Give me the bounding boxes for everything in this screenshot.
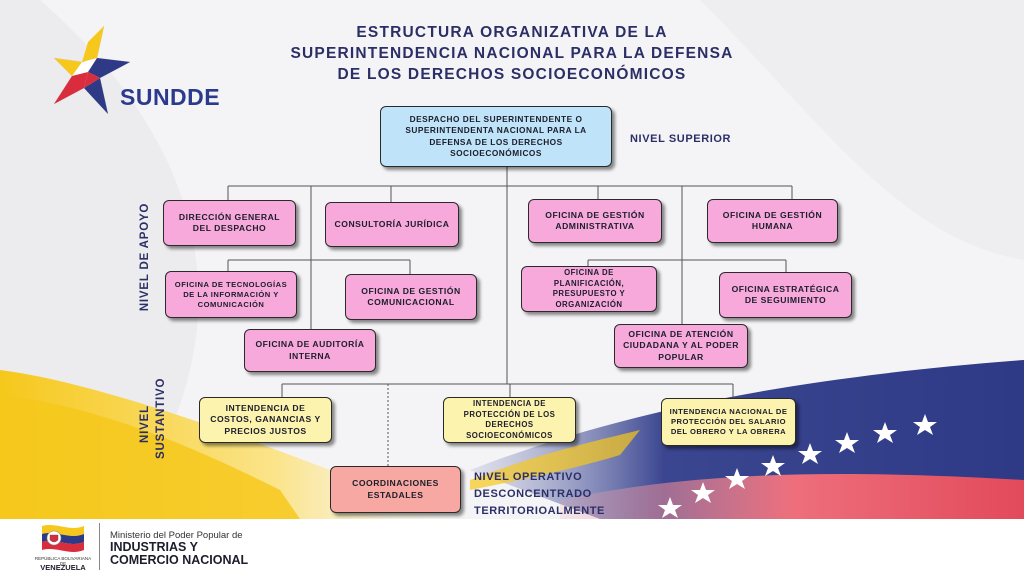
box-direccion-general: DIRECCIÓN GENERAL DEL DESPACHO: [163, 200, 296, 246]
title-line-3: DE LOS DERECHOS SOCIOECONÓMICOS: [337, 66, 687, 83]
label-operativo-line3: TERRITORIOALMENTE: [474, 505, 605, 517]
republic-small-text: REPÚBLICA BOLIVARIANA DE: [34, 556, 92, 566]
label-nivel-superior: NIVEL SUPERIOR: [630, 133, 732, 145]
logo-text: SUNDDE: [120, 84, 221, 110]
label-operativo-line1: NIVEL OPERATIVO: [474, 471, 583, 483]
box-auditoria: OFICINA DE AUDITORÍA INTERNA: [244, 329, 376, 372]
box-costos: INTENDENCIA DE COSTOS, GANANCIAS Y PRECI…: [199, 397, 332, 443]
label-nivel-sustantivo-line2: SUSTANTIVO: [155, 377, 167, 459]
ministry-line-2: COMERCIO NACIONAL: [110, 553, 249, 567]
label-nivel-sustantivo: NIVEL SUSTANTIVO: [137, 377, 171, 459]
ministry-name: INDUSTRIAS Y COMERCIO NACIONAL: [110, 541, 248, 567]
republic-name: VENEZUELA: [40, 563, 86, 572]
title-line-1: ESTRUCTURA ORGANIZATIVA DE LA: [356, 24, 668, 41]
box-tecnologias: OFICINA DE TECNOLOGÍAS DE LA INFORMACIÓN…: [165, 271, 297, 318]
footer-bar: [0, 519, 1024, 576]
ministry-small-text: Ministerio del Poder Popular de: [110, 530, 243, 541]
ministry-line-1: INDUSTRIAS Y: [110, 540, 198, 554]
label-nivel-apoyo: NIVEL DE APOYO: [139, 202, 151, 312]
box-gestion-humana: OFICINA DE GESTIÓN HUMANA: [707, 199, 838, 243]
star-flag-icon: [53, 25, 131, 115]
box-gestion-comunicacional: OFICINA DE GESTIÓN COMUNICACIONAL: [345, 274, 477, 320]
box-salario: INTENDENCIA NACIONAL DE PROTECCIÓN DEL S…: [661, 398, 796, 446]
box-coordinaciones: COORDINACIONES ESTADALES: [330, 466, 461, 513]
label-nivel-operativo: NIVEL OPERATIVO DESCONCENTRADO TERRITORI…: [474, 469, 605, 520]
box-estrategica: OFICINA ESTRATÉGICA DE SEGUIMIENTO: [719, 272, 852, 318]
label-nivel-sustantivo-line1: NIVEL: [139, 405, 151, 443]
footer-divider: [99, 523, 100, 570]
box-gestion-administrativa: OFICINA DE GESTIÓN ADMINISTRATIVA: [528, 199, 662, 243]
box-proteccion: INTENDENCIA DE PROTECCIÓN DE LOS DERECHO…: [443, 397, 576, 443]
box-despacho: DESPACHO DEL SUPERINTENDENTE O SUPERINTE…: [380, 106, 612, 167]
title-line-2: SUPERINTENDENCIA NACIONAL PARA LA DEFENS…: [290, 45, 734, 62]
label-operativo-line2: DESCONCENTRADO: [474, 488, 592, 500]
coat-of-arms-icon: [42, 525, 84, 552]
box-consultoria: CONSULTORÍA JURÍDICA: [325, 202, 459, 247]
page-title: ESTRUCTURA ORGANIZATIVA DE LA SUPERINTEN…: [262, 22, 762, 85]
box-planificacion: OFICINA DE PLANIFICACIÓN, PRESUPUESTO Y …: [521, 266, 657, 312]
box-atencion: OFICINA DE ATENCIÓN CIUDADANA Y AL PODER…: [614, 324, 748, 368]
